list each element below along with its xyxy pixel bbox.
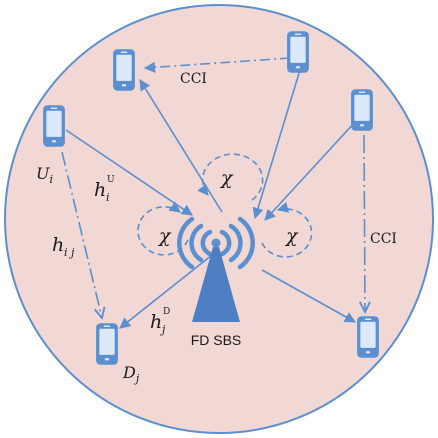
ui-label-main: U xyxy=(36,164,50,183)
cci-label-top: CCI xyxy=(180,71,207,87)
smartphone-icon xyxy=(113,49,135,91)
downlink-dj-arrow xyxy=(119,254,213,329)
si-loop-top xyxy=(197,153,264,201)
smartphone-icon xyxy=(43,105,65,147)
dj-label-sub: j xyxy=(133,372,140,385)
hij-label-main: h xyxy=(52,234,64,256)
smartphone-icon xyxy=(96,323,118,365)
hjd-label-sub: j xyxy=(159,323,166,336)
bs-label: FD SBS xyxy=(191,332,242,348)
hiu-label-sub: i xyxy=(106,191,110,204)
chi-label-left: χ xyxy=(157,225,172,247)
downlink-bottomright-arrow xyxy=(261,269,356,323)
smartphone-icon xyxy=(351,89,373,131)
interference-link-hij xyxy=(61,151,102,318)
dj-label: Dj xyxy=(122,363,140,385)
cci-label-right: CCI xyxy=(370,231,397,247)
chi-label-right: χ xyxy=(284,225,299,247)
smartphone-icon xyxy=(287,31,309,73)
hiu-label-main: h xyxy=(94,179,106,201)
si-loop-left xyxy=(137,201,189,256)
dj-label-main: D xyxy=(122,363,136,382)
hjd-label-sup: D xyxy=(163,307,170,317)
links xyxy=(61,57,365,329)
cci-link-right xyxy=(364,134,365,312)
hiu-label-sup: U xyxy=(107,175,115,185)
ui-label-sub: i xyxy=(49,173,53,186)
ui-label: Ui xyxy=(36,164,53,186)
self-interference-loops xyxy=(137,153,313,258)
hij-label-sub: i j xyxy=(64,246,75,259)
cell-boundary xyxy=(4,4,434,434)
smartphone-icon xyxy=(357,316,379,358)
uplink-ui-arrow xyxy=(65,129,193,216)
hjd-label-main: h xyxy=(150,311,162,333)
cci-link-top xyxy=(143,57,291,73)
uplink-topright-arrow xyxy=(252,69,301,220)
chi-label-top: χ xyxy=(219,167,234,189)
antenna-tower-icon xyxy=(177,216,255,322)
